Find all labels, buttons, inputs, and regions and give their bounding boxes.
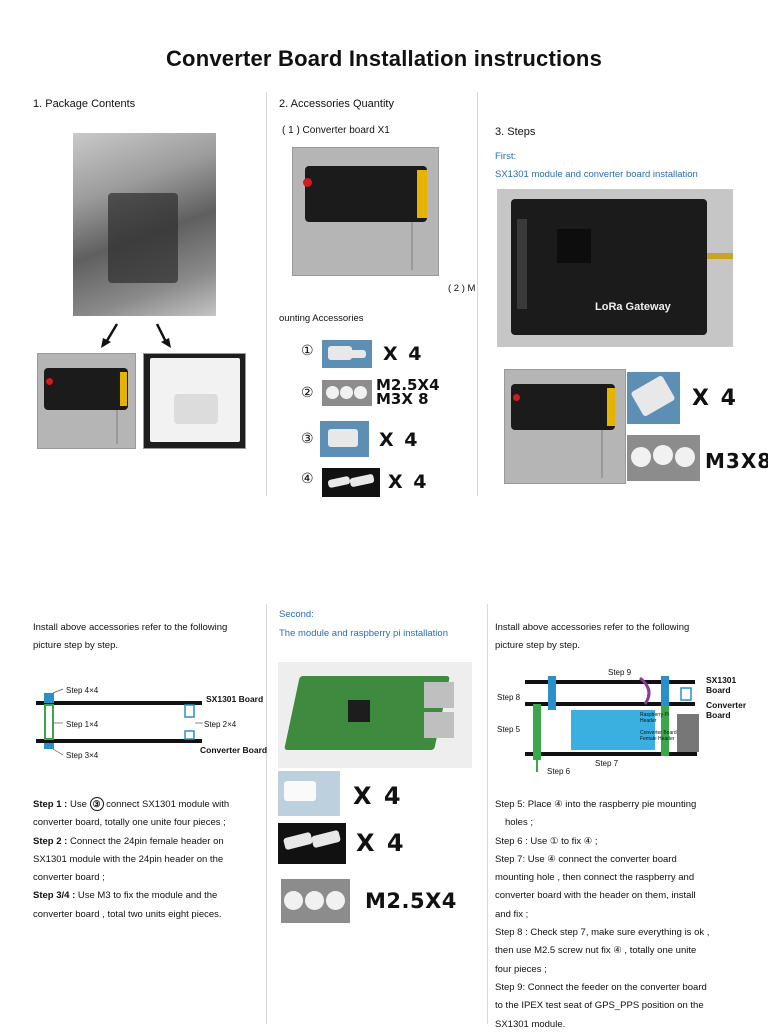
intro-line-1: Install above accessories refer to the f… [33, 622, 228, 633]
standoff-photo [278, 771, 340, 816]
step-text: Step 5: Place ④ into the raspberry pie m… [495, 799, 697, 810]
step-label: Step 3/4 : [33, 890, 76, 902]
second-description: The module and raspberry pi installation [279, 628, 448, 639]
standoff-photo [322, 340, 372, 368]
mounting-label-b: ounting Accessories [279, 313, 364, 324]
column-divider [487, 604, 488, 1024]
intro-line-2: picture step by step. [33, 640, 119, 651]
step-text: Step 7: Use ④ connect the converter boar… [495, 853, 677, 865]
column-divider [477, 92, 478, 496]
diagram-label: Step 8 [497, 693, 521, 702]
step-text: and fix ; [495, 908, 529, 920]
diagram-label: Converter Board [200, 745, 268, 755]
step-text: Use [67, 799, 90, 810]
step-text: four pieces ; [495, 963, 547, 975]
package-bag-photo [73, 133, 216, 316]
item-qty: M2.5X4 M3X 8 [376, 376, 440, 408]
item-number: ④ [301, 470, 314, 486]
spacer-photo [627, 372, 680, 424]
step-text: converter board , total two units eight … [33, 908, 222, 920]
converter-board-qty: ( 1 ) Converter board X1 [282, 125, 390, 136]
page-title: Converter Board Installation instruction… [165, 46, 603, 71]
converter-board-photo-2 [292, 147, 439, 276]
converter-board-photo [37, 353, 136, 449]
step-label: Step 2 : [33, 835, 68, 847]
step-text: Connect the 24pin female header on [67, 835, 224, 847]
screw-photo [322, 468, 380, 497]
step-text: Step 8 : Check step 7, make sure everyth… [495, 927, 710, 939]
gateway-board-label: LoRa Gateway [595, 301, 671, 313]
diagram-label: Raspberry Pi Header [640, 712, 669, 724]
column-divider [266, 604, 267, 1024]
diagram-label: SX1301 Board [706, 675, 737, 695]
screw-qty: X 4 [356, 829, 406, 857]
diagram-label: SX1301 Board [206, 694, 264, 704]
step-text: converter board ; [33, 872, 105, 884]
circle-number: ③ [89, 797, 104, 812]
nut-photo [627, 435, 700, 481]
nut-qty: M3X8 [705, 449, 768, 473]
step-text: SX1301 module. [495, 1018, 566, 1030]
converter-board-photo-3 [504, 369, 626, 484]
step-text: Use M3 to fix the module and the [75, 890, 218, 902]
item-qty: X 4 [383, 343, 424, 365]
diagram-label: Step 6 [547, 767, 571, 776]
diagram-label: Step 7 [595, 759, 619, 768]
step-text: Step 9: Connect the feeder on the conver… [495, 981, 707, 993]
step-text: holes ; [505, 817, 533, 829]
step-text: Step 6 : Use ① to fix ④ ; [495, 835, 598, 847]
diagram-label: Converter Board Female Header [640, 730, 677, 742]
nut-qty: M2.5X4 [365, 889, 457, 913]
item-qty: X 4 [379, 429, 420, 451]
diagram-label: Step 4×4 [66, 686, 99, 695]
column-divider [266, 92, 267, 496]
step-text: to the IPEX test seat of GPS_PPS positio… [495, 1000, 704, 1012]
diagram-label: Step 9 [608, 668, 632, 677]
second-label: Second: [279, 609, 314, 620]
step-text: converter board with the header on them,… [495, 890, 696, 902]
item-number: ③ [301, 430, 314, 446]
arrows-icon [101, 323, 171, 348]
assembly-diagram-2 [525, 676, 699, 772]
diagram-label: Step 5 [497, 725, 521, 734]
accessory-bag-photo [143, 353, 246, 449]
mounting-label-a: ( 2 ) M [448, 283, 476, 294]
first-description: SX1301 module and converter board instal… [495, 169, 698, 180]
package-contents-heading: 1. Package Contents [33, 98, 136, 110]
item-qty: X 4 [388, 471, 429, 493]
nut-photo [281, 879, 350, 923]
step-text: converter board, totally one unite four … [33, 817, 226, 829]
nut-photo [322, 380, 372, 406]
step-text: SX1301 module with the 24pin header on t… [33, 853, 224, 865]
step-text: connect SX1301 module with [103, 799, 230, 810]
steps-1-4-text: Step 1 : Use ③ connect SX1301 module wit… [33, 796, 260, 924]
gateway-board-photo: LoRa Gateway [497, 189, 733, 347]
steps-heading: 3. Steps [495, 126, 536, 138]
item-number: ② [301, 384, 314, 400]
item-number: ① [301, 342, 314, 358]
assembly-diagram-1 [36, 688, 203, 756]
diagram-label: Step 3×4 [66, 751, 99, 760]
intro-line-1: Install above accessories refer to the f… [495, 622, 690, 633]
spacer-photo [320, 421, 369, 457]
diagram-label: Step 1×4 [66, 720, 99, 729]
screw-photo [278, 823, 346, 864]
steps-5-9-text: Step 5: Place ④ into the raspberry pie m… [495, 796, 736, 1034]
first-label: First: [495, 151, 517, 162]
diagram-label: Converter Board [706, 700, 747, 720]
standoff-qty: X 4 [353, 782, 403, 810]
step-text: mounting hole , then connect the raspber… [495, 872, 695, 884]
step-text: then use M2.5 screw nut fix ④ , totally … [495, 945, 697, 957]
spacer-qty: X 4 [692, 386, 738, 411]
intro-line-2: picture step by step. [495, 640, 581, 651]
diagram-label: Step 2×4 [204, 720, 237, 729]
step-label: Step 1 : [33, 799, 68, 810]
raspberry-pi-photo [278, 662, 472, 768]
accessories-heading: 2. Accessories Quantity [279, 98, 394, 110]
